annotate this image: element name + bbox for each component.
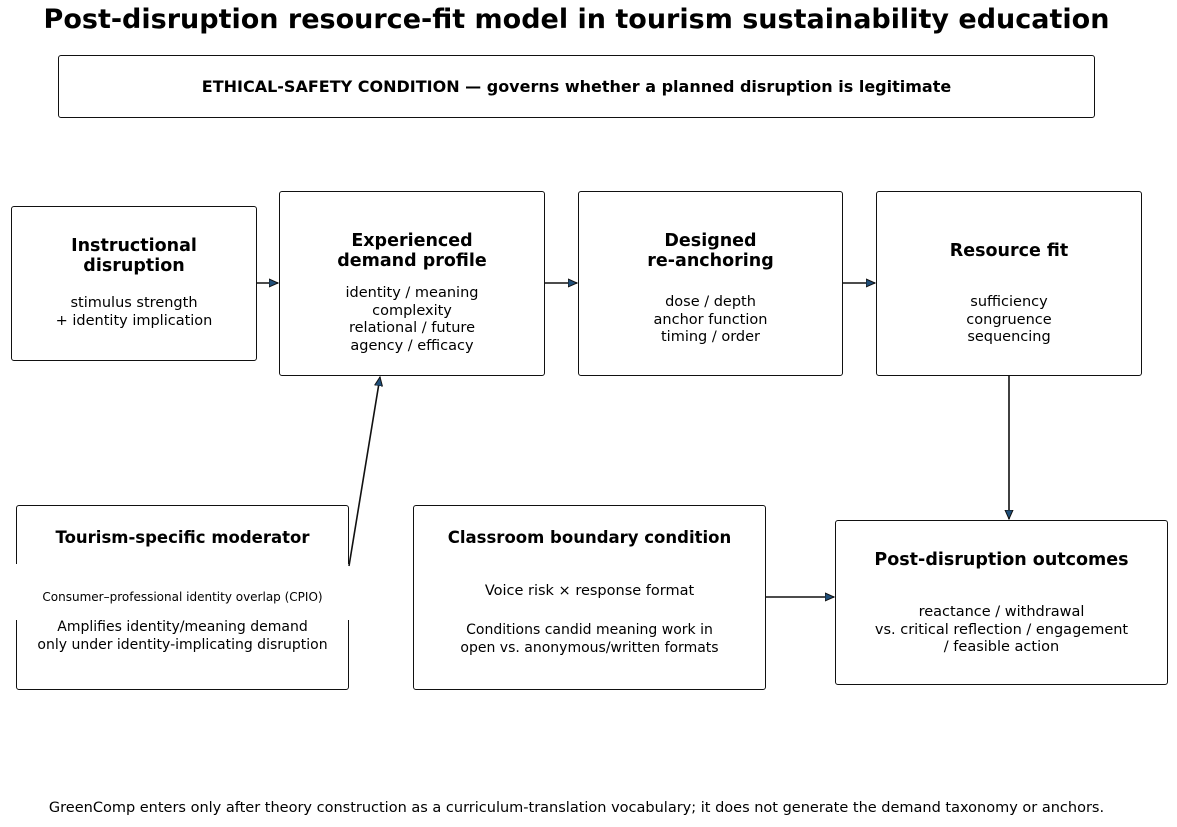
resource-fit-title: Resource fit: [949, 241, 1069, 261]
designed-reanchoring-body: dose / depth anchor function timing / or…: [653, 294, 768, 345]
classroom-boundary-subtitle: Voice risk × response format: [484, 583, 695, 599]
experienced-demand-title: Experienced demand profile: [337, 231, 487, 271]
ethical-safety-text: ETHICAL-SAFETY CONDITION — governs wheth…: [201, 77, 952, 96]
footer-note: GreenComp enters only after theory const…: [48, 800, 1105, 816]
designed-reanchoring-box: Designed re-anchoring dose / depth ancho…: [578, 191, 843, 376]
tourism-moderator-subtitle: Consumer–professional identity overlap (…: [42, 590, 323, 604]
experienced-demand-body: identity / meaning complexity relational…: [345, 285, 479, 354]
page-title: Post-disruption resource-fit model in to…: [43, 4, 1110, 35]
instructional-disruption-body: stimulus strength + identity implication: [55, 295, 213, 329]
post-disruption-outcomes-body: reactance / withdrawal vs. critical refl…: [874, 604, 1129, 655]
post-disruption-outcomes-title: Post-disruption outcomes: [874, 550, 1129, 570]
classroom-boundary-body: Conditions candid meaning work in open v…: [460, 622, 719, 656]
tourism-moderator-box: Tourism-specific moderator Consumer–prof…: [14, 505, 351, 690]
resource-fit-body: sufficiency congruence sequencing: [966, 294, 1052, 345]
moderator-highlight-band: [14, 564, 351, 620]
instructional-disruption-title: Instructional disruption: [71, 236, 197, 276]
tourism-moderator-title: Tourism-specific moderator: [55, 528, 310, 547]
classroom-boundary-box: Classroom boundary condition Voice risk …: [413, 505, 766, 690]
post-disruption-outcomes-box: Post-disruption outcomes reactance / wit…: [835, 520, 1168, 685]
classroom-boundary-title: Classroom boundary condition: [447, 528, 732, 547]
arrow-moderator-to-demand: [348, 377, 380, 567]
instructional-disruption-box: Instructional disruption stimulus streng…: [11, 206, 257, 361]
ethical-safety-banner: ETHICAL-SAFETY CONDITION — governs wheth…: [58, 55, 1095, 118]
tourism-moderator-body: Amplifies identity/meaning demand only u…: [37, 619, 328, 653]
experienced-demand-box: Experienced demand profile identity / me…: [279, 191, 545, 376]
resource-fit-box: Resource fit sufficiency congruence sequ…: [876, 191, 1142, 376]
designed-reanchoring-title: Designed re-anchoring: [647, 231, 774, 271]
